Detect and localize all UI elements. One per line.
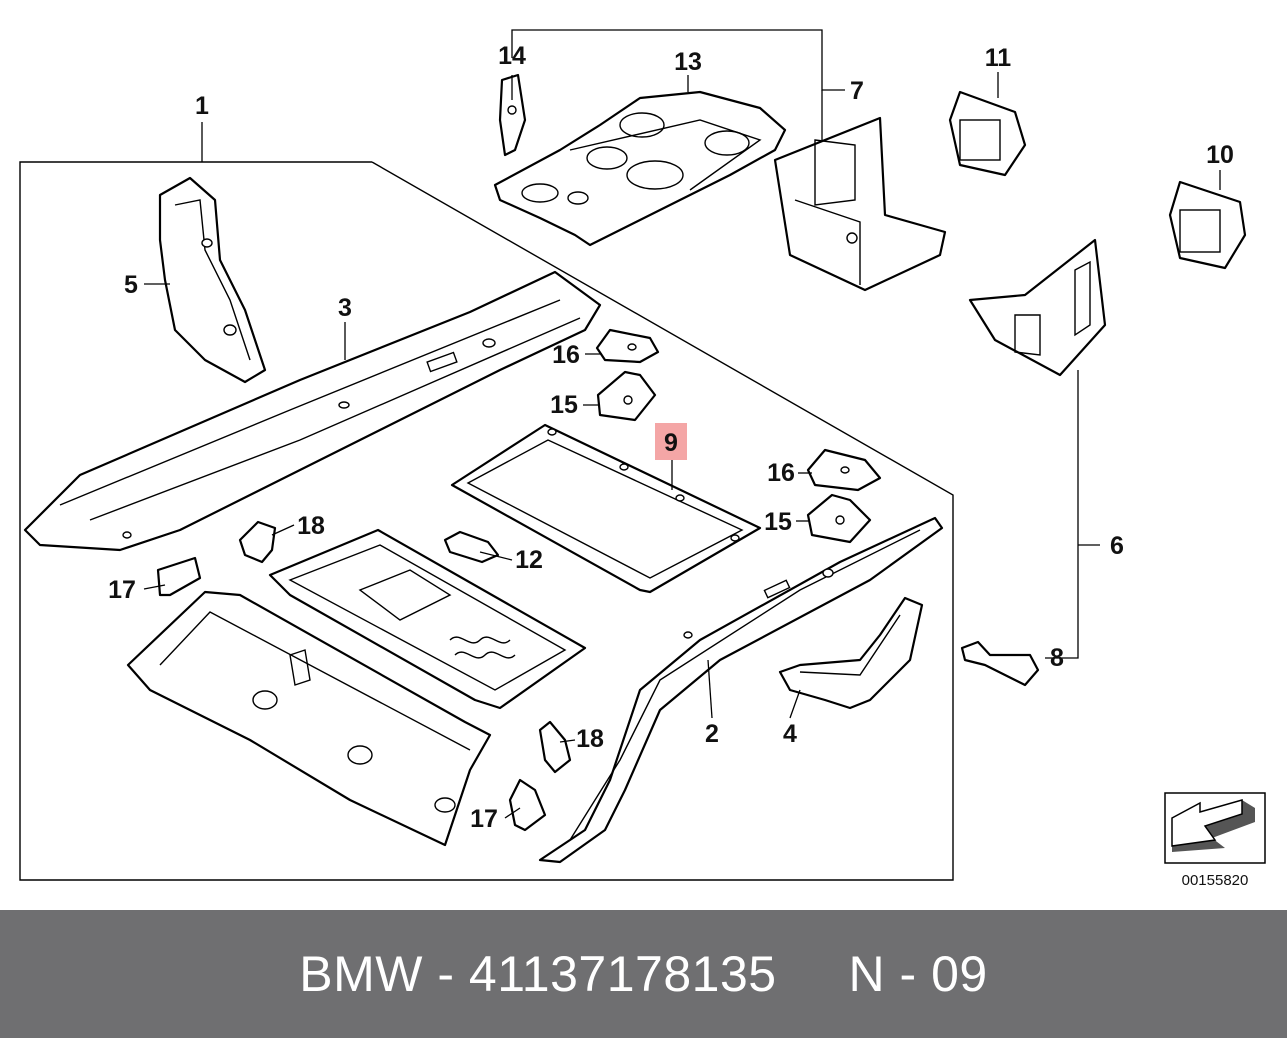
callout-10[interactable]: 10 (1206, 141, 1234, 169)
part-5-pillar[interactable] (158, 176, 267, 384)
rear-floor-panel[interactable] (126, 590, 492, 847)
part-14-strap[interactable] (498, 73, 527, 157)
part-15-upper[interactable] (596, 370, 657, 422)
callout-9[interactable]: 9 (664, 429, 678, 457)
footer-bar: BMW - 41137178135 N - 09 (0, 910, 1287, 1038)
callout-16-upper[interactable]: 16 (552, 341, 580, 369)
part-11-mount[interactable] (948, 90, 1027, 177)
part-6-bracket[interactable] (968, 238, 1107, 377)
callout-14[interactable]: 14 (498, 42, 526, 70)
group-frame (19, 161, 954, 881)
part-17-upper[interactable] (156, 556, 202, 597)
part-8-clip[interactable] (960, 640, 1040, 687)
part-7-bracket[interactable] (773, 116, 947, 292)
diagram-code: 00155820 (1182, 872, 1249, 889)
orientation-arrow-icon (1164, 792, 1266, 864)
part-16-lower[interactable] (806, 448, 882, 492)
part-18-upper[interactable] (238, 520, 277, 564)
highlight-box-9 (655, 423, 687, 460)
callout-17-lower[interactable]: 17 (470, 805, 498, 833)
callout-5[interactable]: 5 (124, 271, 138, 299)
callout-15-upper[interactable]: 15 (550, 391, 578, 419)
part-number-caption: BMW - 41137178135 N - 09 (299, 946, 988, 1002)
callout-4[interactable]: 4 (783, 720, 797, 748)
callout-17-upper[interactable]: 17 (108, 576, 136, 604)
parts-diagram: 1 2 3 4 5 6 7 8 9 10 11 12 13 14 15 15 1… (19, 29, 1266, 889)
callout-1[interactable]: 1 (195, 92, 209, 120)
part-10-mount[interactable] (1168, 180, 1247, 270)
callout-2[interactable]: 2 (705, 720, 719, 748)
leader-lines (143, 29, 1221, 819)
part-15-lower[interactable] (806, 493, 872, 544)
callout-18-lower[interactable]: 18 (576, 725, 604, 753)
callout-11[interactable]: 11 (985, 44, 1012, 72)
callout-8[interactable]: 8 (1050, 644, 1064, 672)
spare-wheel-well[interactable] (268, 528, 587, 710)
callout-15-lower[interactable]: 15 (764, 508, 792, 536)
part-18-lower[interactable] (538, 720, 572, 774)
callout-18-upper[interactable]: 18 (297, 512, 325, 540)
part-9-frame[interactable] (450, 423, 762, 594)
part-3-rail[interactable] (23, 270, 602, 552)
callout-16-lower[interactable]: 16 (767, 459, 795, 487)
part-2-rail[interactable] (538, 516, 944, 864)
callout-6[interactable]: 6 (1110, 532, 1124, 560)
callout-13[interactable]: 13 (674, 48, 702, 76)
callout-12[interactable]: 12 (515, 546, 543, 574)
part-12-plate[interactable] (443, 530, 500, 564)
part-16-upper[interactable] (595, 328, 660, 364)
callout-7[interactable]: 7 (850, 77, 864, 105)
part-17-lower[interactable] (508, 778, 547, 832)
part-13-floor-pan[interactable] (493, 90, 787, 247)
part-4-bracket[interactable] (778, 596, 924, 710)
callout-3[interactable]: 3 (338, 294, 352, 322)
